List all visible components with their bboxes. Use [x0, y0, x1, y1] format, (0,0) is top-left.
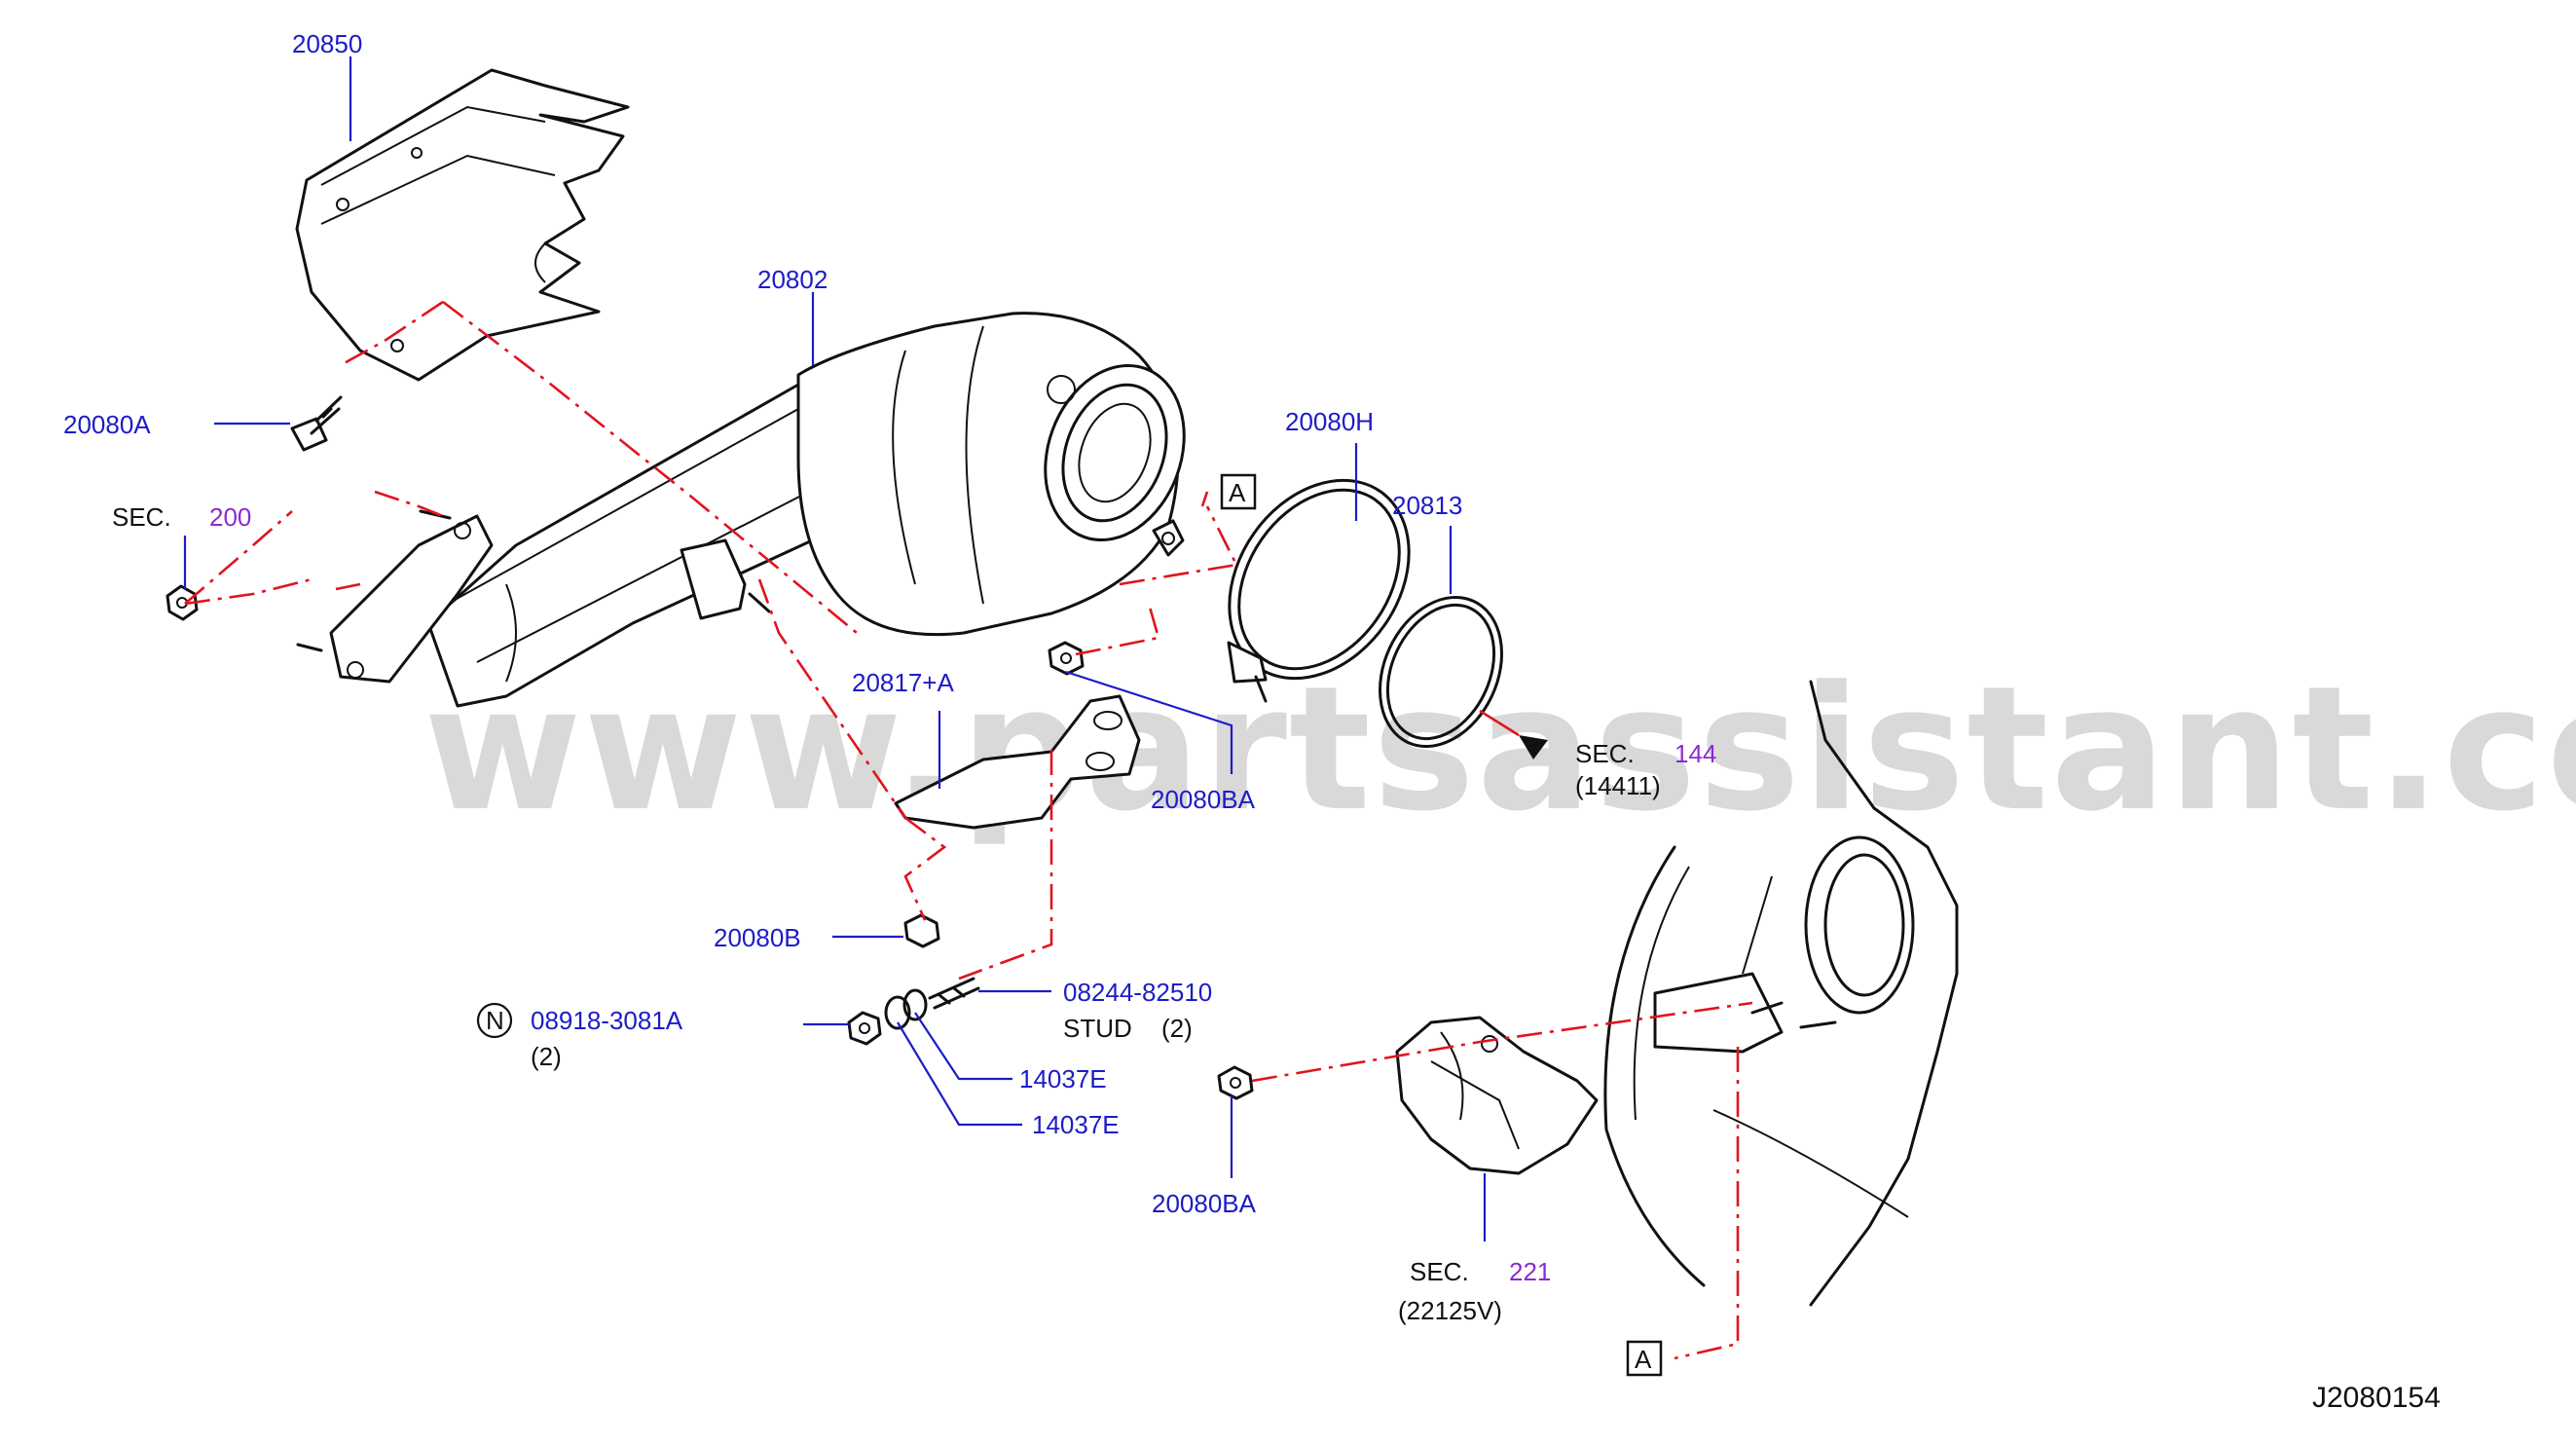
bracket-20817a[interactable] [894, 694, 1141, 830]
svg-text:N: N [486, 1006, 504, 1035]
nut-20080b[interactable] [903, 913, 940, 948]
label-20080h[interactable]: 20080H [1285, 407, 1374, 436]
clamp-20080h[interactable] [1193, 446, 1447, 713]
label-20813[interactable]: 20813 [1392, 491, 1462, 520]
svg-text:A: A [1229, 478, 1246, 507]
label-sec200-number[interactable]: 200 [209, 502, 251, 532]
label-20080b[interactable]: 20080B [714, 923, 801, 952]
leader-lines [183, 56, 1487, 1241]
nut-08918-3081a[interactable] [847, 1011, 882, 1046]
label-14037e-upper[interactable]: 14037E [1019, 1064, 1107, 1093]
svg-text:A: A [1635, 1345, 1652, 1374]
label-stud-qty: (2) [1161, 1014, 1193, 1043]
callout-lines [184, 300, 1753, 1360]
label-20817a[interactable]: 20817+A [852, 668, 954, 697]
label-20080a[interactable]: 20080A [63, 410, 151, 439]
label-20802[interactable]: 20802 [757, 265, 828, 294]
catalytic-converter-20802[interactable] [296, 312, 1207, 708]
label-sec144-number[interactable]: 144 [1674, 739, 1716, 768]
label-sec221-prefix: SEC. [1410, 1257, 1469, 1286]
transmission-housing [1603, 680, 1959, 1307]
label-14037e-lower[interactable]: 14037E [1032, 1110, 1120, 1139]
label-sec144-sub: (14411) [1575, 771, 1661, 800]
label-sec221-sub: (22125V) [1398, 1296, 1502, 1325]
label-stud: STUD [1063, 1014, 1132, 1043]
watermark-text: www.partsassistant.com [423, 649, 2576, 849]
label-08244-82510[interactable]: 08244-82510 [1063, 978, 1212, 1007]
n-symbol: N [476, 1002, 513, 1039]
washer-14037e-2[interactable] [902, 988, 928, 1021]
washer-14037e-1[interactable] [884, 995, 911, 1030]
heat-shield-20850[interactable] [295, 68, 630, 382]
nut-20080ba-lower[interactable] [1217, 1065, 1254, 1100]
ref-box-a-upper: A [1220, 473, 1257, 510]
label-20850[interactable]: 20850 [292, 29, 362, 58]
label-08918-3081a[interactable]: 08918-3081A [531, 1006, 683, 1035]
label-20080ba-upper[interactable]: 20080BA [1151, 785, 1256, 814]
bolt-20080a[interactable] [290, 395, 343, 452]
label-sec200-prefix: SEC. [112, 502, 171, 532]
arrow-to-sec144 [1519, 735, 1548, 760]
bracket-sec221[interactable] [1395, 1016, 1599, 1175]
label-08918-qty: (2) [531, 1042, 562, 1071]
gasket-20813[interactable] [1357, 577, 1526, 766]
nut-20080ba-upper[interactable] [1048, 641, 1085, 676]
stud-08244-82510[interactable] [928, 977, 980, 1010]
ref-box-a-lower: A [1626, 1340, 1663, 1377]
label-20080ba-lower[interactable]: 20080BA [1152, 1189, 1257, 1218]
nut-sec200[interactable] [166, 584, 199, 621]
diagram-id: J2080154 [2312, 1382, 2441, 1414]
label-sec221-number[interactable]: 221 [1509, 1257, 1551, 1286]
label-sec144-prefix: SEC. [1575, 739, 1635, 768]
